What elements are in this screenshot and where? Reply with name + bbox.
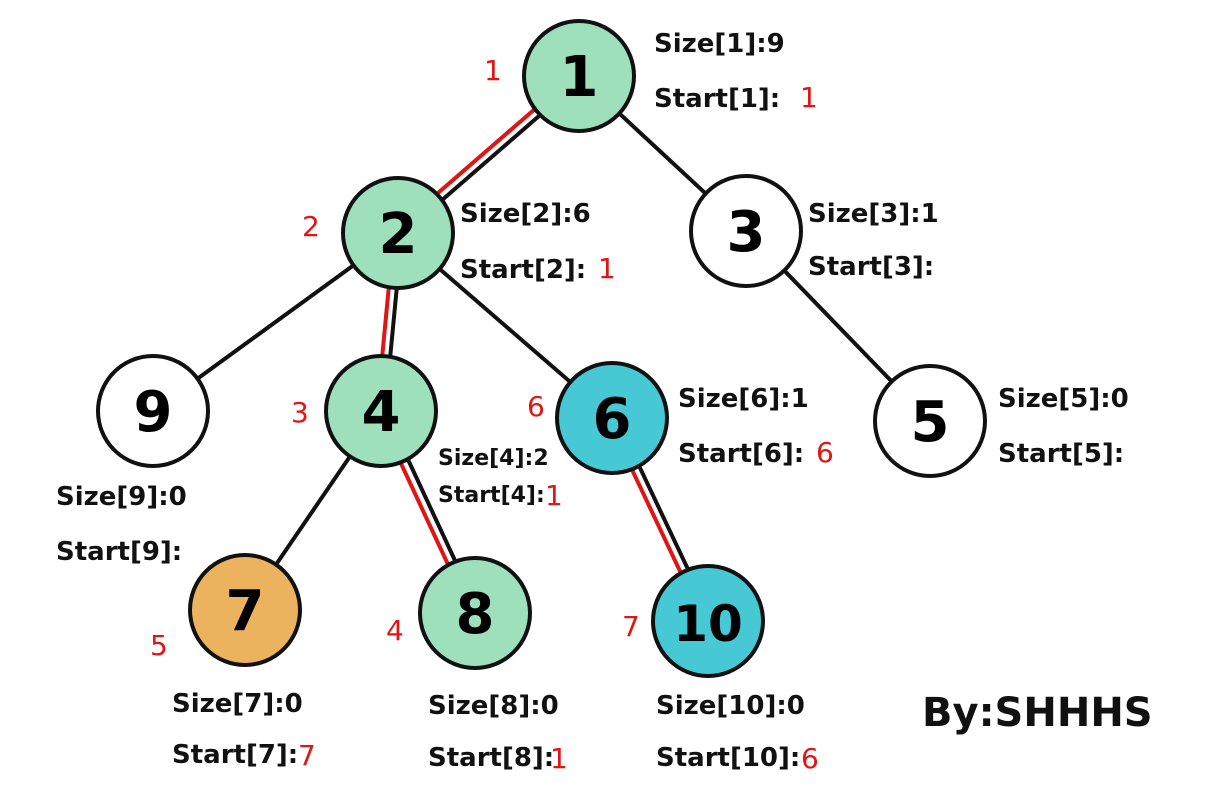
start-label: Start[7]:: [172, 740, 298, 770]
edge-line: [388, 285, 399, 359]
node-label: 2: [379, 202, 418, 267]
edge-line: [636, 463, 691, 573]
start-label: Start[3]:: [808, 252, 934, 282]
dfs-order-number: 5: [150, 629, 168, 662]
edge-3-5: [781, 267, 895, 385]
start-label: Start[2]:: [460, 255, 586, 285]
start-label: Start[9]:: [56, 537, 182, 567]
size-label: Size[9]:0: [56, 482, 187, 512]
dfs-order-number: 3: [291, 396, 309, 429]
node-label: 1: [560, 45, 599, 110]
node-label: 10: [673, 595, 743, 653]
edge-line: [781, 267, 895, 385]
tree-node-7: 7: [188, 553, 302, 667]
node-label: 4: [362, 380, 401, 445]
tree-node-6: 6: [555, 361, 669, 475]
heavy-edge-line: [434, 106, 538, 197]
size-label: Size[3]:1: [808, 199, 939, 229]
dfs-order-number: 1: [484, 54, 502, 87]
dfs-order-number: 7: [622, 610, 640, 643]
size-label: Size[7]:0: [172, 689, 303, 719]
edge-2-4: [380, 285, 399, 359]
start-value: 6: [801, 742, 819, 775]
dfs-order-number: 2: [302, 210, 320, 243]
edge-line: [405, 456, 459, 565]
start-label: Start[4]:: [438, 483, 545, 508]
start-label: Start[1]:: [654, 84, 780, 114]
edge-1-3: [616, 110, 709, 197]
node-label: 9: [134, 380, 173, 445]
credit-text: By:SHHHS: [922, 690, 1153, 736]
node-label: 7: [226, 579, 265, 644]
node-circle: [689, 174, 803, 288]
node-circle: [873, 364, 987, 478]
size-label: Size[6]:1: [678, 384, 809, 414]
edge-1-2: [434, 106, 543, 203]
start-label: Start[5]:: [998, 439, 1124, 469]
heavy-edge-line: [380, 285, 391, 359]
tree-node-4: 4: [324, 354, 438, 468]
start-value: 6: [816, 436, 834, 469]
start-value: 7: [298, 739, 316, 772]
tree-node-5: 5: [873, 364, 987, 478]
edge-line: [273, 453, 353, 568]
start-value: 1: [800, 81, 818, 114]
edge-4-7: [273, 453, 353, 568]
edges-layer: [194, 106, 895, 576]
node-circle: [324, 354, 438, 468]
size-label: Size[10]:0: [656, 691, 805, 721]
node-circle: [341, 176, 455, 290]
start-label: Start[8]:: [428, 743, 554, 773]
node-circle: [522, 19, 636, 133]
node-circle: [188, 553, 302, 667]
edge-6-10: [629, 463, 691, 576]
tree-node-3: 3: [689, 174, 803, 288]
node-label: 5: [911, 390, 950, 455]
node-circle: [96, 354, 210, 468]
tree-node-10: 10: [651, 564, 765, 678]
edge-2-6: [436, 266, 574, 385]
size-label: Size[5]:0: [998, 384, 1129, 414]
edge-4-8: [397, 456, 459, 568]
start-value: 1: [598, 252, 616, 285]
edge-2-9: [194, 262, 357, 382]
size-label: Size[1]:9: [654, 29, 785, 59]
tree-node-8: 8: [418, 556, 532, 670]
dfs-order-number: 4: [386, 614, 404, 647]
dfs-order-number: 6: [527, 390, 545, 423]
size-label: Size[2]:6: [460, 199, 591, 229]
node-circle: [555, 361, 669, 475]
heavy-edge-line: [397, 459, 451, 568]
tree-node-9: 9: [96, 354, 210, 468]
node-label: 3: [727, 200, 766, 265]
start-value: 1: [550, 742, 568, 775]
tree-node-1: 1: [522, 19, 636, 133]
heavy-edge-line: [629, 466, 684, 576]
size-label: Size[8]:0: [428, 691, 559, 721]
node-circle: [418, 556, 532, 670]
node-label: 6: [593, 387, 632, 452]
edge-line: [194, 262, 357, 382]
labels-layer: Size[1]:9Start[1]:11Size[2]:6Start[2]:12…: [56, 29, 1129, 775]
tree-node-2: 2: [341, 176, 455, 290]
start-label: Start[10]:: [656, 743, 800, 773]
edge-line: [436, 266, 574, 385]
start-label: Start[6]:: [678, 439, 804, 469]
size-label: Size[4]:2: [438, 446, 549, 471]
start-value: 1: [545, 479, 563, 512]
edge-line: [616, 110, 709, 197]
edge-line: [439, 112, 543, 203]
node-label: 8: [456, 582, 495, 647]
node-circle: [651, 564, 765, 678]
nodes-layer: 1 2 3 4 5 6 7 8 9 10: [96, 19, 987, 678]
